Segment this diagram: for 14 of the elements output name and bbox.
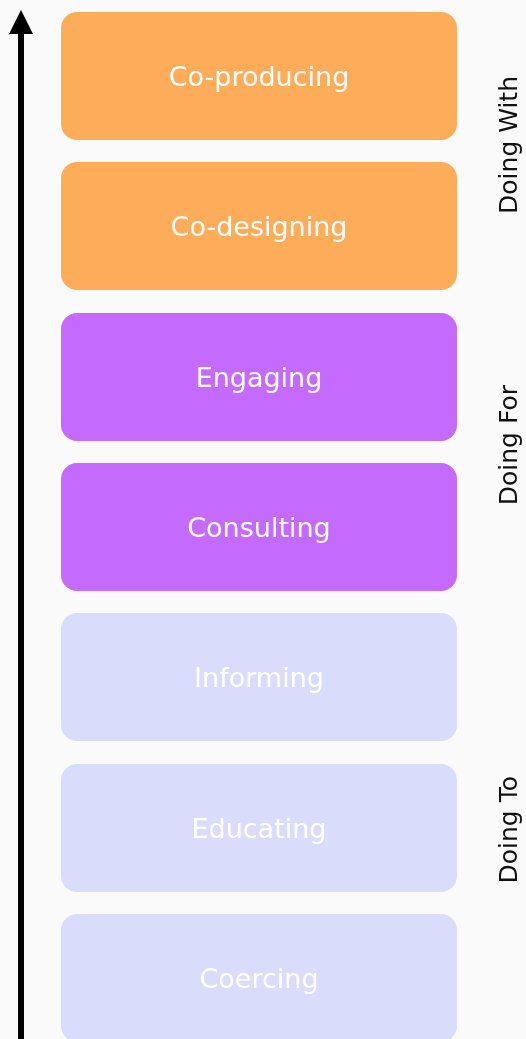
ladder-step-box	[61, 313, 457, 441]
ladder-step-box	[61, 764, 457, 892]
ladder-step-box	[61, 12, 457, 140]
ladder-step-box	[61, 914, 457, 1039]
group-label: Doing To	[493, 776, 523, 884]
step-label: Co-designing	[170, 210, 348, 242]
step-label: Co-producing	[168, 60, 350, 92]
ladder-step-box	[61, 463, 457, 591]
step-label: Consulting	[187, 511, 331, 543]
ladder-step-box	[61, 613, 457, 741]
step-label: Engaging	[195, 361, 323, 393]
group-label: Doing For	[493, 384, 523, 506]
ladder-step-box	[61, 162, 457, 290]
group-label: Doing With	[493, 76, 523, 214]
